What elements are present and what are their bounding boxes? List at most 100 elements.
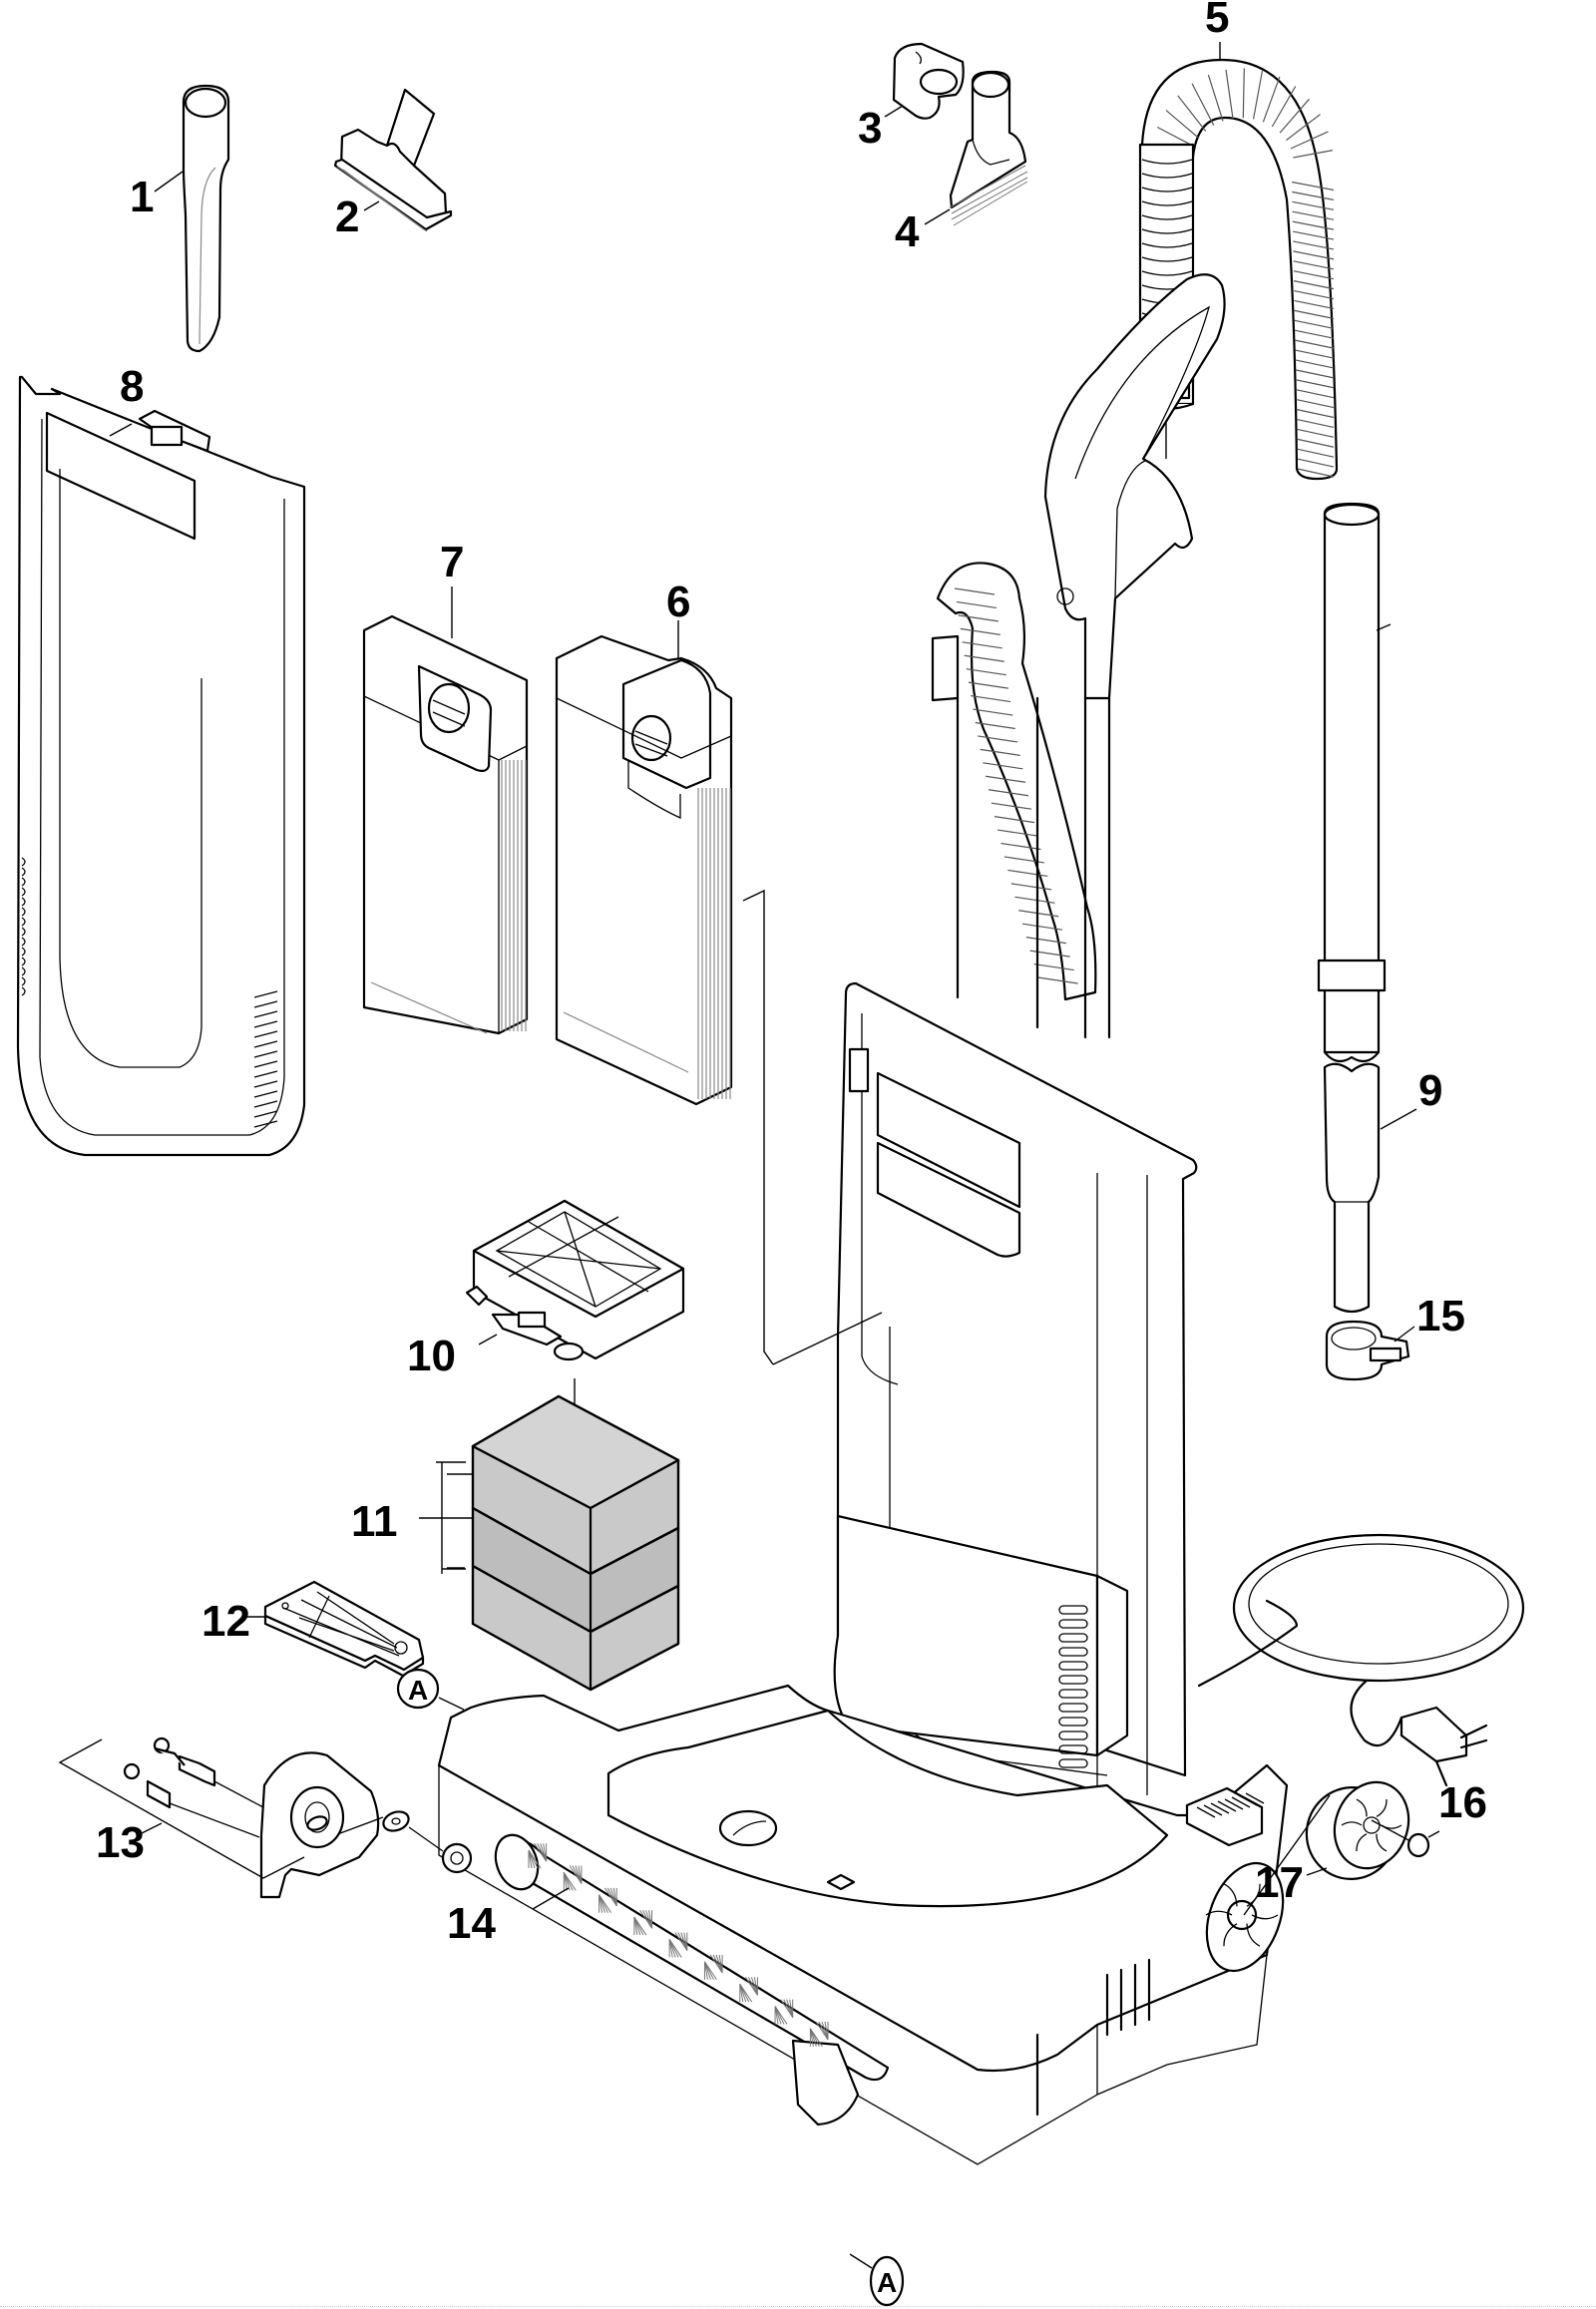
cover-vent (253, 1040, 278, 1048)
callout-16[interactable]: 16 (1438, 1778, 1487, 1827)
hose-rib (1207, 74, 1224, 122)
wheel-spoke (1341, 1821, 1363, 1826)
part-motor-filter-tray[interactable] (263, 1580, 425, 1678)
part-wheel[interactable] (1294, 1771, 1420, 1891)
part-brush-roll[interactable] (489, 1829, 890, 2126)
leader-line-4 (924, 208, 951, 225)
leader-line-10 (478, 1334, 498, 1346)
pedal-rib (1203, 1804, 1223, 1816)
cover-side-rib (21, 917, 26, 927)
hose-rib (1296, 389, 1335, 399)
hose-rib (1294, 309, 1335, 319)
part-dust-bag-pack-7[interactable] (362, 614, 529, 1035)
housing-vent (1058, 1605, 1088, 1615)
leader-line-bag-insert (742, 889, 774, 1365)
cover-side-rib (21, 957, 26, 966)
hose-rib (1292, 200, 1335, 210)
part-wand-clip[interactable] (1325, 1320, 1410, 1381)
pedal-rib (1238, 1794, 1258, 1806)
hose-rib (1297, 468, 1335, 478)
hose-rib (1165, 110, 1200, 140)
hose-rib (1014, 896, 1055, 904)
cover-vent (253, 1060, 278, 1068)
hose-rib (1296, 428, 1335, 438)
callout-8[interactable]: 8 (120, 362, 144, 411)
callout-10[interactable]: 10 (407, 1332, 456, 1380)
hose-rib (960, 627, 1000, 635)
hose-rib (1294, 329, 1335, 339)
cover-vent (253, 1070, 278, 1078)
hose-rib (1295, 369, 1335, 379)
callout-15[interactable]: 15 (1416, 1292, 1465, 1341)
part-crevice-tool[interactable] (182, 84, 230, 353)
hose-rib (962, 641, 1002, 649)
leader-line-3 (884, 105, 904, 118)
callout-6[interactable]: 6 (666, 577, 690, 626)
cover-side-rib (21, 976, 26, 986)
hose-rib (1296, 399, 1335, 409)
leader-line-17 (1306, 1867, 1328, 1876)
reference-marker-a-top: A (396, 1668, 440, 1710)
hose-rib (1262, 76, 1281, 123)
cover-vent (253, 1090, 278, 1098)
part-tool-clip[interactable] (892, 42, 965, 120)
hose-rib (1295, 359, 1335, 369)
brush-tuft-bristle (633, 1916, 647, 1936)
callout-17[interactable]: 17 (1255, 1858, 1304, 1907)
hose-rib (986, 775, 1026, 783)
hose-cuff-rib (1141, 187, 1193, 192)
callout-2[interactable]: 2 (335, 192, 359, 241)
hose-rib (1296, 418, 1335, 429)
part-dusting-brush[interactable] (949, 70, 1028, 226)
pedal-rib (1245, 1792, 1265, 1804)
part-telescopic-wand[interactable] (1317, 502, 1392, 1314)
pedal-rib (1231, 1796, 1251, 1808)
part-dust-bag-pack-6[interactable] (555, 634, 733, 1106)
housing-vent (1058, 1675, 1088, 1685)
cover-vent (253, 1000, 278, 1008)
part-wheel-cap[interactable] (1406, 1832, 1430, 1858)
hose-rib (1225, 69, 1234, 119)
cover-side-rib (21, 897, 26, 907)
cover-side-rib (21, 887, 26, 897)
callout-13[interactable]: 13 (96, 1818, 145, 1867)
hose-cuff-rib (1141, 242, 1193, 248)
callout-1[interactable]: 1 (130, 173, 154, 221)
callout-12[interactable]: 12 (201, 1597, 250, 1646)
leader-line-8 (109, 423, 133, 437)
callout-11[interactable]: 11 (351, 1497, 398, 1546)
part-foam-filters[interactable] (471, 1394, 680, 1692)
part-front-cover[interactable] (16, 375, 306, 1157)
hose-rib (968, 681, 1008, 689)
vacuum-main-body (437, 273, 1525, 2165)
hose-rib (991, 802, 1032, 810)
pedal-rib (1196, 1806, 1216, 1818)
brush-tuft-bristle (704, 1961, 717, 1981)
callout-5[interactable]: 5 (1205, 0, 1229, 42)
part-exhaust-filter[interactable] (465, 1199, 685, 1361)
callout-3[interactable]: 3 (858, 104, 882, 153)
callout-4[interactable]: 4 (895, 207, 920, 256)
leader-line-14 (532, 1887, 570, 1910)
wheel-spoke (1356, 1833, 1368, 1852)
hose-rib (1297, 448, 1335, 458)
hose-rib (1293, 270, 1335, 280)
hose-rib (975, 721, 1015, 730)
part-upholstery-tool[interactable] (333, 88, 453, 232)
hose-rib (958, 614, 998, 622)
hose-cuff-rib (1141, 173, 1193, 179)
hose-rib (1292, 210, 1335, 220)
callout-7[interactable]: 7 (440, 538, 464, 586)
brush-tuft-bristle (563, 1872, 577, 1891)
callout-9[interactable]: 9 (1418, 1066, 1442, 1115)
leader-line-13 (141, 1822, 163, 1834)
hose-rib (1292, 220, 1335, 230)
leader-line-15 (1394, 1326, 1415, 1343)
callout-14[interactable]: 14 (447, 1899, 496, 1948)
hose-cuff-rib (1141, 256, 1193, 262)
part-brushroll-end-cap-kit[interactable] (123, 1736, 473, 1899)
hose-rib (1191, 83, 1215, 126)
hose-rib (1292, 230, 1335, 240)
page-bottom-rule (0, 2306, 1596, 2307)
hose-rib (1037, 976, 1078, 984)
